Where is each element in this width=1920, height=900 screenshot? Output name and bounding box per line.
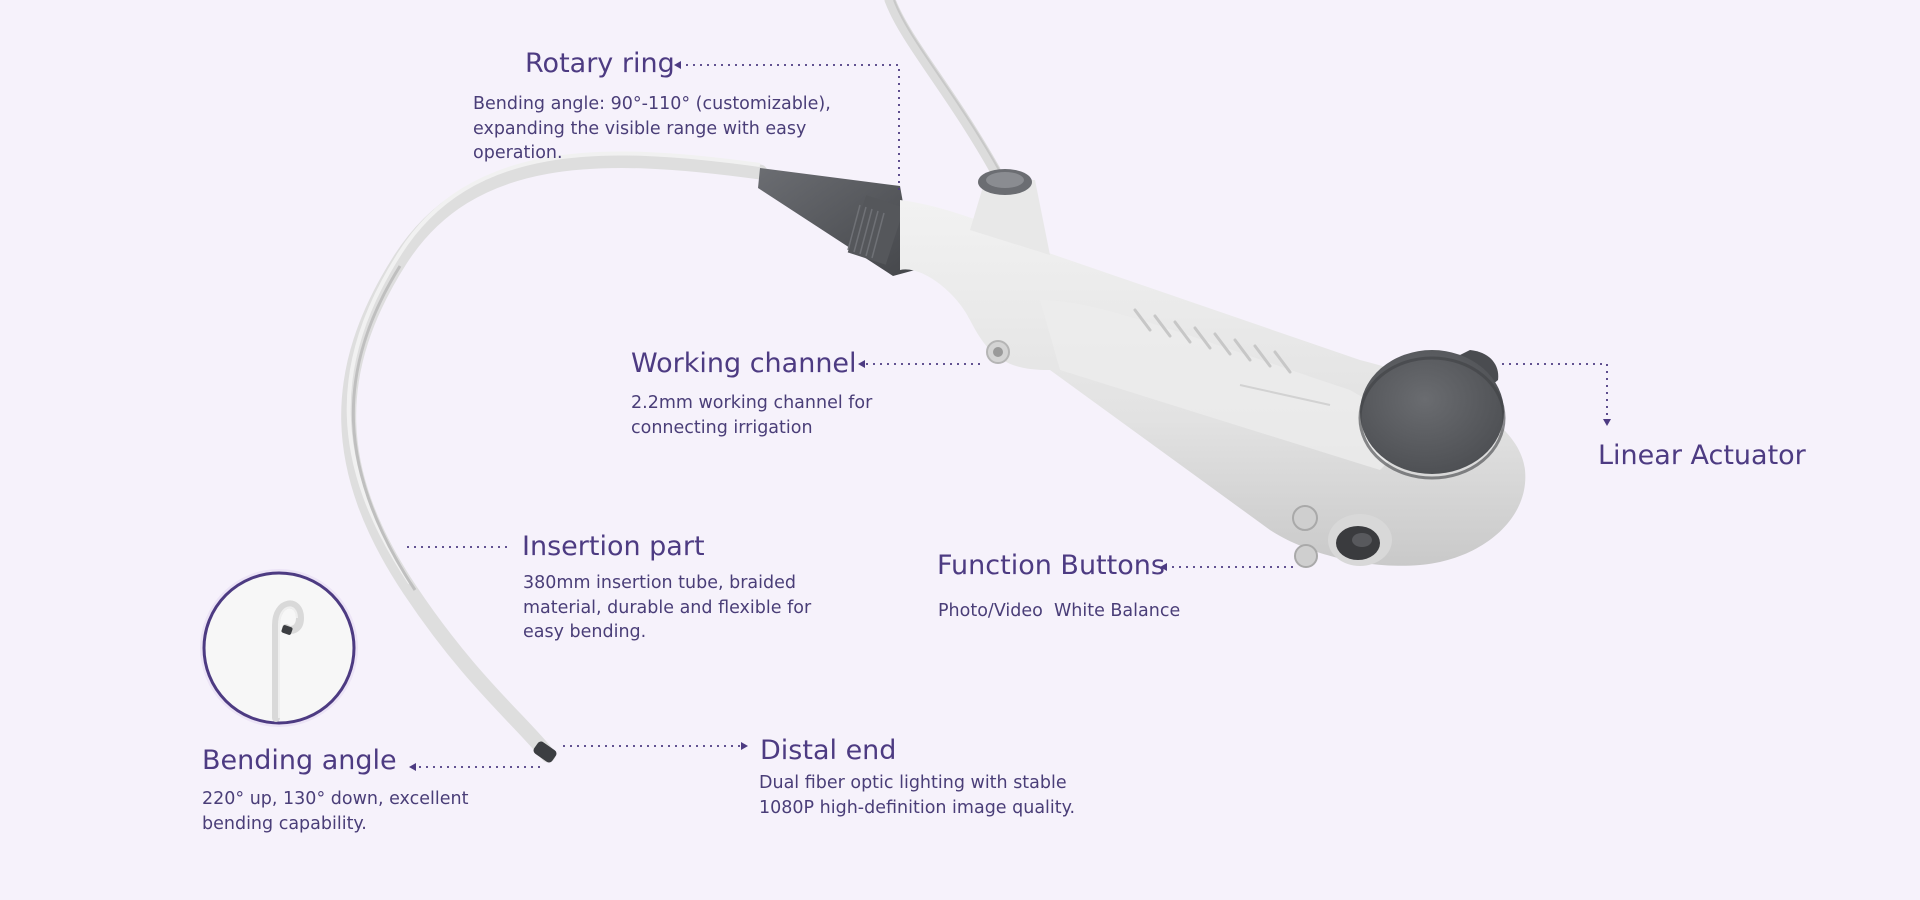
function-button-upper bbox=[1292, 505, 1318, 531]
distal-tip bbox=[533, 741, 557, 763]
linear-actuator-title: Linear Actuator bbox=[1598, 440, 1806, 471]
rotary-ring-title: Rotary ring bbox=[525, 48, 675, 79]
distal-end-desc: Dual fiber optic lighting with stable 10… bbox=[759, 773, 1076, 818]
function-buttons-desc: Photo/Video White Balance bbox=[938, 601, 1181, 621]
function-buttons-title: Function Buttons bbox=[937, 550, 1165, 581]
linear-actuator-knob bbox=[1360, 350, 1504, 474]
insertion-part-title: Insertion part bbox=[522, 531, 705, 562]
insertion-part-desc: 380mm insertion tube, braided material, … bbox=[523, 573, 812, 642]
working-channel-desc: 2.2mm working channel for connecting irr… bbox=[631, 393, 873, 438]
distal-end-title: Distal end bbox=[760, 735, 897, 766]
function-button-lower bbox=[1294, 544, 1318, 568]
bending-angle-title: Bending angle bbox=[202, 745, 397, 776]
rotary-ring-desc: Bending angle: 90°-110° (customizable), … bbox=[473, 94, 831, 163]
top-cable bbox=[884, 0, 1001, 176]
working-channel-title: Working channel bbox=[631, 348, 857, 379]
bending-angle-inset bbox=[200, 569, 358, 727]
bending-angle-desc: 220° up, 130° down, excellent bending ca… bbox=[202, 789, 469, 834]
